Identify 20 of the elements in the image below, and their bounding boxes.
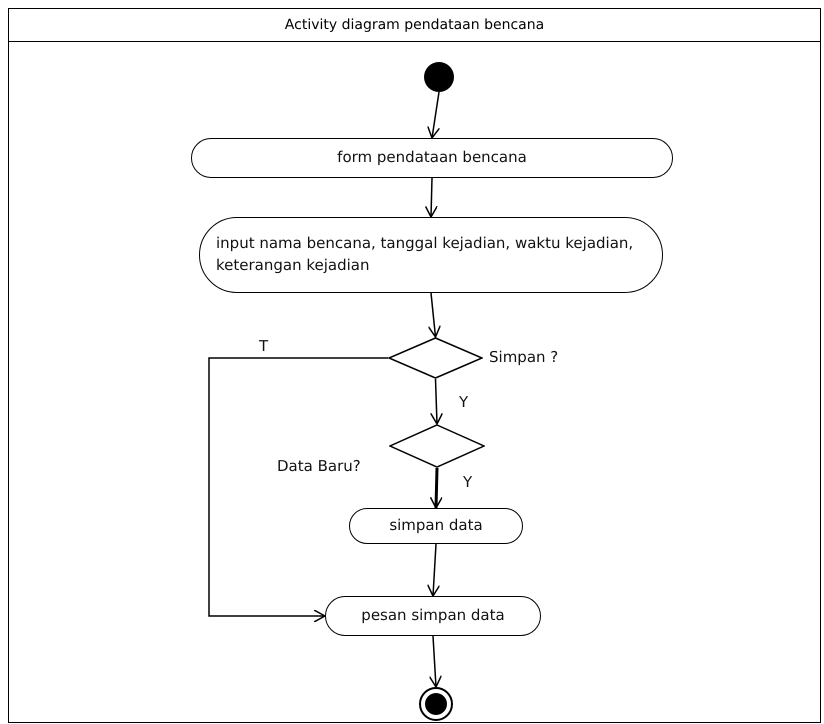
- control-flow-arrow: [426, 544, 440, 597]
- action-node: form pendataan bencana: [191, 138, 673, 178]
- initial-node: [424, 62, 454, 92]
- action-node: input nama bencana, tanggal kejadian, waktu kejadian, keterangan kejadian: [199, 217, 663, 293]
- control-flow-arrow: [428, 636, 442, 688]
- control-flow-arrow: [208, 357, 388, 623]
- action-node: pesan simpan data: [325, 596, 541, 636]
- control-flow-arrow: [426, 92, 440, 139]
- action-node: simpan data: [349, 508, 523, 544]
- decision-label: Data Baru?: [277, 457, 361, 475]
- control-flow-arrow: [428, 292, 442, 338]
- control-flow-arrow: [424, 178, 438, 218]
- decision-diamond: [389, 424, 485, 468]
- decision-diamond: [388, 337, 483, 379]
- decision-label: Simpan ?: [489, 348, 558, 366]
- frame-title: Activity diagram pendataan bencana: [9, 9, 820, 42]
- diagram-frame: [8, 8, 821, 723]
- final-node: [419, 687, 453, 721]
- control-flow-arrow: [430, 378, 444, 425]
- control-flow-arrow: [430, 468, 444, 509]
